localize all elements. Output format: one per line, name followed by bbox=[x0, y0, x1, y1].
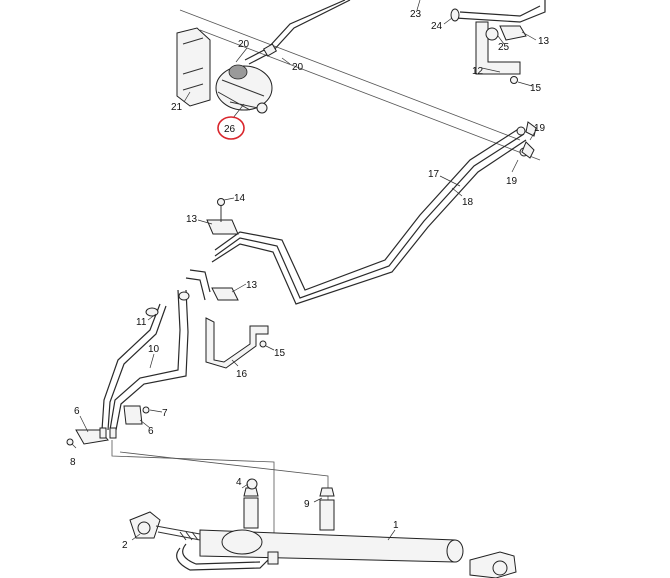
callout-15b: 15 bbox=[274, 348, 286, 359]
callout-19b: 19 bbox=[506, 176, 518, 187]
callout-26: 26 bbox=[224, 124, 236, 135]
callout-16: 16 bbox=[236, 369, 248, 380]
pump-assembly bbox=[176, 0, 541, 161]
middle-brackets bbox=[101, 198, 269, 431]
callout-13c: 13 bbox=[246, 280, 258, 291]
callout-13b: 13 bbox=[186, 214, 198, 225]
callout-21: 21 bbox=[171, 102, 183, 113]
callout-17: 17 bbox=[428, 169, 440, 180]
callout-2: 2 bbox=[122, 540, 128, 551]
callout-15a: 15 bbox=[530, 83, 542, 94]
callout-24: 24 bbox=[431, 21, 443, 32]
callout-20b: 20 bbox=[292, 62, 304, 73]
callout-11: 11 bbox=[136, 317, 147, 328]
callout-19a: 19 bbox=[534, 123, 546, 134]
callout-13a: 13 bbox=[538, 36, 550, 47]
upper-pipe-run bbox=[211, 121, 537, 305]
callout-18: 18 bbox=[462, 197, 474, 208]
callout-10: 10 bbox=[148, 344, 160, 355]
callout-20a: 20 bbox=[238, 39, 250, 50]
callout-25: 25 bbox=[498, 42, 510, 53]
callout-6a: 6 bbox=[74, 406, 80, 417]
callout-8: 8 bbox=[70, 457, 76, 468]
callout-9: 9 bbox=[304, 499, 310, 510]
callout-14: 14 bbox=[234, 193, 246, 204]
callout-6b: 6 bbox=[148, 426, 154, 437]
callout-leaders bbox=[71, 0, 537, 541]
callout-7: 7 bbox=[162, 408, 168, 419]
callout-12: 12 bbox=[472, 66, 484, 77]
steering-cylinder bbox=[129, 478, 517, 578]
callout-1: 1 bbox=[393, 520, 399, 531]
callout-4: 4 bbox=[236, 477, 242, 488]
callout-labels: 20 20 21 23 24 25 13 12 15 19 19 17 18 1… bbox=[70, 9, 550, 551]
highlight-circle bbox=[217, 116, 245, 140]
callout-23: 23 bbox=[410, 9, 422, 20]
bracket-assembly bbox=[450, 0, 546, 84]
